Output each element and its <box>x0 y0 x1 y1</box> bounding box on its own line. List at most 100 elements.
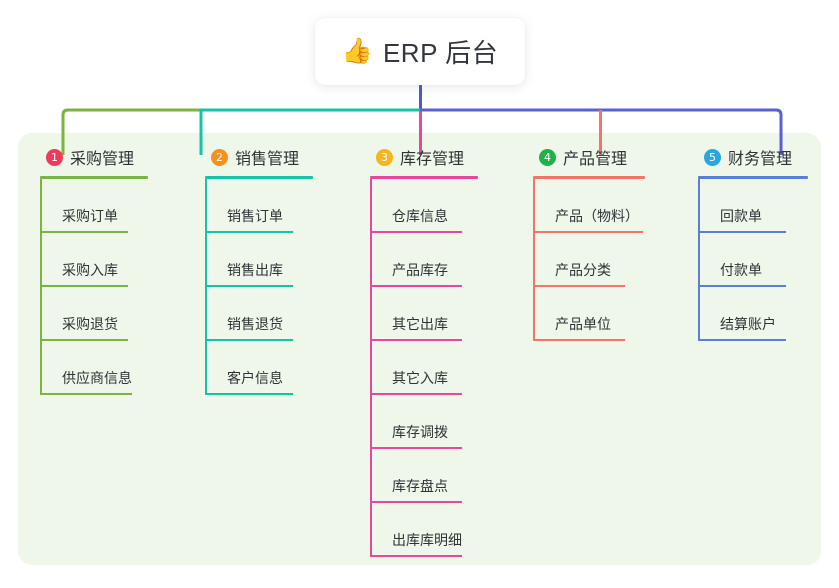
branch-column-1: 1 采购管理采购订单采购入库采购退货供应商信息 <box>40 145 148 395</box>
branch-title: 产品管理 <box>563 151 628 168</box>
leaf-label: 出库库明细 <box>392 532 462 548</box>
leaf-label: 采购入库 <box>62 262 118 278</box>
leaf-item[interactable]: 产品库存 <box>370 233 478 287</box>
leaf-item[interactable]: 仓库信息 <box>370 179 478 233</box>
leaf-underline <box>205 231 293 233</box>
leaf-underline <box>533 285 625 287</box>
leaf-underline <box>40 393 132 395</box>
leaf-underline <box>698 231 786 233</box>
branch-spine <box>533 179 535 341</box>
leaf-item[interactable]: 产品（物料） <box>533 179 645 233</box>
leaf-underline <box>40 339 128 341</box>
leaf-underline <box>205 339 293 341</box>
branch-title: 库存管理 <box>400 151 465 168</box>
leaf-label: 采购退货 <box>62 316 118 332</box>
branch-header-3[interactable]: 3 库存管理 <box>370 145 478 169</box>
root-title: ERP 后台 <box>382 38 499 68</box>
branch-number-badge: 5 <box>704 148 721 166</box>
leaf-underline <box>205 393 293 395</box>
leaf-item[interactable]: 采购订单 <box>40 179 148 233</box>
leaf-label: 其它出库 <box>392 316 448 332</box>
leaf-underline <box>40 231 128 233</box>
leaf-label: 仓库信息 <box>392 208 448 224</box>
leaf-label: 产品单位 <box>555 316 611 332</box>
leaf-item[interactable]: 销售订单 <box>205 179 313 233</box>
branch-underline <box>698 176 808 179</box>
leaf-label: 库存调拨 <box>392 424 448 440</box>
leaf-label: 产品库存 <box>392 262 448 278</box>
branch-header-1[interactable]: 1 采购管理 <box>40 145 148 169</box>
branch-items: 采购订单采购入库采购退货供应商信息 <box>40 179 148 395</box>
branch-spine <box>40 179 42 395</box>
leaf-underline <box>370 447 462 449</box>
root-node[interactable]: 👍 ERP 后台 <box>315 18 525 85</box>
branch-number-badge: 1 <box>46 148 63 166</box>
branch-underline <box>40 176 148 179</box>
branch-column-2: 2 销售管理销售订单销售出库销售退货客户信息 <box>205 145 313 395</box>
branch-underline <box>205 176 313 179</box>
branch-spine <box>205 179 207 395</box>
branch-number-badge: 2 <box>211 148 228 166</box>
leaf-item[interactable]: 供应商信息 <box>40 341 148 395</box>
leaf-underline <box>533 339 625 341</box>
leaf-underline <box>370 339 462 341</box>
leaf-item[interactable]: 采购入库 <box>40 233 148 287</box>
thumbs-up-icon: 👍 <box>341 37 373 65</box>
branch-items: 销售订单销售出库销售退货客户信息 <box>205 179 313 395</box>
branch-underline <box>533 176 645 179</box>
leaf-underline <box>370 393 462 395</box>
branch-number-badge: 3 <box>376 148 393 166</box>
leaf-label: 产品分类 <box>555 262 611 278</box>
leaf-underline <box>40 285 128 287</box>
leaf-item[interactable]: 产品分类 <box>533 233 645 287</box>
leaf-label: 客户信息 <box>227 370 283 386</box>
branch-items: 回款单付款单结算账户 <box>698 179 808 341</box>
branch-spine <box>698 179 700 341</box>
branch-items: 仓库信息产品库存其它出库其它入库库存调拨库存盘点出库库明细 <box>370 179 478 557</box>
leaf-item[interactable]: 结算账户 <box>698 287 808 341</box>
leaf-label: 付款单 <box>720 262 762 278</box>
leaf-label: 回款单 <box>720 208 762 224</box>
branch-title: 销售管理 <box>235 151 300 168</box>
leaf-item[interactable]: 客户信息 <box>205 341 313 395</box>
leaf-label: 库存盘点 <box>392 478 448 494</box>
leaf-label: 销售退货 <box>227 316 283 332</box>
leaf-underline <box>370 231 462 233</box>
leaf-item[interactable]: 销售出库 <box>205 233 313 287</box>
leaf-item[interactable]: 出库库明细 <box>370 503 478 557</box>
branch-items: 产品（物料） 产品分类产品单位 <box>533 179 645 341</box>
branch-column-3: 3 库存管理仓库信息产品库存其它出库其它入库库存调拨库存盘点出库库明细 <box>370 145 478 557</box>
leaf-underline <box>698 285 786 287</box>
leaf-underline <box>533 231 643 233</box>
leaf-label: 供应商信息 <box>62 370 132 386</box>
leaf-label: 销售订单 <box>227 208 283 224</box>
leaf-item[interactable]: 库存盘点 <box>370 449 478 503</box>
leaf-item[interactable]: 产品单位 <box>533 287 645 341</box>
branch-header-2[interactable]: 2 销售管理 <box>205 145 313 169</box>
leaf-item[interactable]: 付款单 <box>698 233 808 287</box>
leaf-label: 采购订单 <box>62 208 118 224</box>
branch-title: 采购管理 <box>70 151 135 168</box>
leaf-label: 结算账户 <box>720 316 776 332</box>
leaf-underline <box>205 285 293 287</box>
branch-underline <box>370 176 478 179</box>
leaf-item[interactable]: 库存调拨 <box>370 395 478 449</box>
leaf-item[interactable]: 采购退货 <box>40 287 148 341</box>
branch-spine <box>370 179 372 557</box>
leaf-item[interactable]: 其它入库 <box>370 341 478 395</box>
leaf-underline <box>370 501 462 503</box>
leaf-underline <box>698 339 786 341</box>
leaf-label: 其它入库 <box>392 370 448 386</box>
leaf-item[interactable]: 其它出库 <box>370 287 478 341</box>
leaf-label: 销售出库 <box>227 262 283 278</box>
leaf-item[interactable]: 销售退货 <box>205 287 313 341</box>
leaf-underline <box>370 555 462 557</box>
diagram-panel <box>18 133 821 565</box>
leaf-item[interactable]: 回款单 <box>698 179 808 233</box>
leaf-underline <box>370 285 462 287</box>
